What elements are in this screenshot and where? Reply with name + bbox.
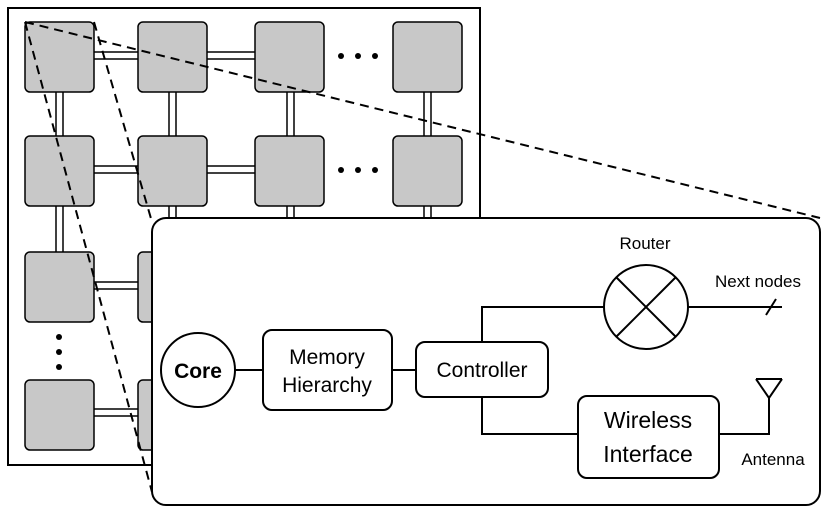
antenna-label: Antenna (741, 450, 805, 469)
tile-r1c1 (24, 21, 95, 93)
next-nodes-label: Next nodes (715, 272, 801, 291)
memory-label-line2: Hierarchy (282, 374, 372, 397)
tile-r1c4 (392, 21, 463, 93)
core-label: Core (174, 360, 222, 383)
controller-label: Controller (436, 359, 527, 382)
tile-r2c1 (24, 135, 95, 207)
ellipsis-row1 (338, 53, 378, 59)
tile-r3c1 (24, 251, 95, 323)
antenna-icon (755, 378, 783, 400)
controller-box (415, 341, 549, 398)
router-label: Router (619, 234, 670, 253)
wireless-label-line2: Interface (603, 441, 693, 467)
tile-r4c1 (24, 379, 95, 451)
memory-label-line1: Memory (289, 346, 365, 369)
detail-connections (235, 298, 782, 435)
tile-r1c3 (254, 21, 325, 93)
wireless-interface-box (577, 395, 720, 479)
mesh-links (55, 51, 432, 417)
memory-hierarchy-box (262, 329, 393, 411)
core-node (160, 332, 236, 408)
zoom-lines (24, 21, 821, 493)
tile-r1c2 (137, 21, 208, 93)
ellipsis-column (56, 334, 62, 370)
tile-r2c4 (392, 135, 463, 207)
router-icon (603, 264, 689, 350)
wireless-label-line1: Wireless (604, 407, 692, 433)
tile-r2c2 (137, 135, 208, 207)
tile-r2c3 (254, 135, 325, 207)
ellipsis-row2 (338, 167, 378, 173)
